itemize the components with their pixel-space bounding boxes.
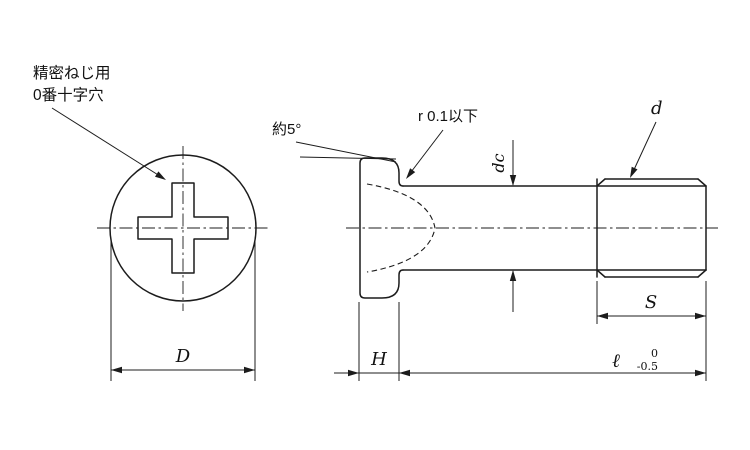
arrowhead-icon bbox=[630, 166, 638, 178]
label-angle: 約5° bbox=[272, 121, 301, 138]
front-view: D bbox=[51, 107, 269, 381]
thread-chamfer bbox=[596, 269, 606, 278]
leader-line bbox=[407, 129, 444, 177]
note-leader-arrowhead-icon bbox=[155, 171, 166, 180]
label-overall-length: ℓ bbox=[612, 350, 620, 372]
arrowhead-icon bbox=[406, 168, 416, 179]
label-thread-length: S bbox=[645, 292, 657, 313]
phillips-recess-outline bbox=[137, 182, 229, 274]
dimension-dc: dc bbox=[489, 140, 517, 312]
label-thread-diameter: d bbox=[651, 98, 663, 119]
arrowhead-icon bbox=[111, 366, 122, 374]
label-tolerance-lower: -0.5 bbox=[637, 360, 658, 373]
note-line2: 0番十字穴 bbox=[33, 86, 104, 104]
label-head-height: H bbox=[370, 349, 387, 370]
dimension-H-and-length: H ℓ 0 -0.5 bbox=[334, 281, 707, 381]
arrowhead-icon bbox=[348, 369, 359, 377]
tip-chamfer bbox=[697, 178, 707, 187]
note-leader-line bbox=[51, 107, 164, 179]
label-head-diameter: D bbox=[175, 346, 191, 367]
arrowhead-icon bbox=[695, 369, 706, 377]
leader-thread-diameter: d bbox=[630, 98, 663, 178]
label-shank-diameter: dc bbox=[489, 153, 508, 172]
recess-depth-hidden-line bbox=[366, 183, 436, 273]
dimension-S: S bbox=[596, 281, 706, 324]
arrowhead-icon bbox=[695, 312, 706, 320]
side-view: 約5° r 0.1以下 dc d bbox=[272, 98, 718, 381]
leader-line bbox=[631, 121, 657, 175]
arrowhead-icon bbox=[399, 369, 410, 377]
recess-note: 精密ねじ用 0番十字穴 bbox=[33, 64, 111, 104]
note-line1: 精密ねじ用 bbox=[33, 64, 111, 82]
arrowhead-icon bbox=[597, 312, 608, 320]
tip-chamfer bbox=[697, 269, 707, 278]
arrowhead-icon bbox=[244, 366, 255, 374]
arrowhead-icon bbox=[509, 175, 517, 186]
dimension-D: D bbox=[110, 239, 256, 381]
angle-reference-line bbox=[299, 156, 397, 160]
angle-annotation: 約5° bbox=[272, 121, 397, 163]
head-side-outline bbox=[359, 157, 404, 299]
label-tolerance-upper: 0 bbox=[651, 347, 658, 360]
label-fillet-radius: r 0.1以下 bbox=[418, 108, 478, 125]
leader-fillet-radius: r 0.1以下 bbox=[406, 108, 478, 179]
arrowhead-icon bbox=[509, 270, 517, 281]
thread-chamfer bbox=[596, 178, 606, 187]
